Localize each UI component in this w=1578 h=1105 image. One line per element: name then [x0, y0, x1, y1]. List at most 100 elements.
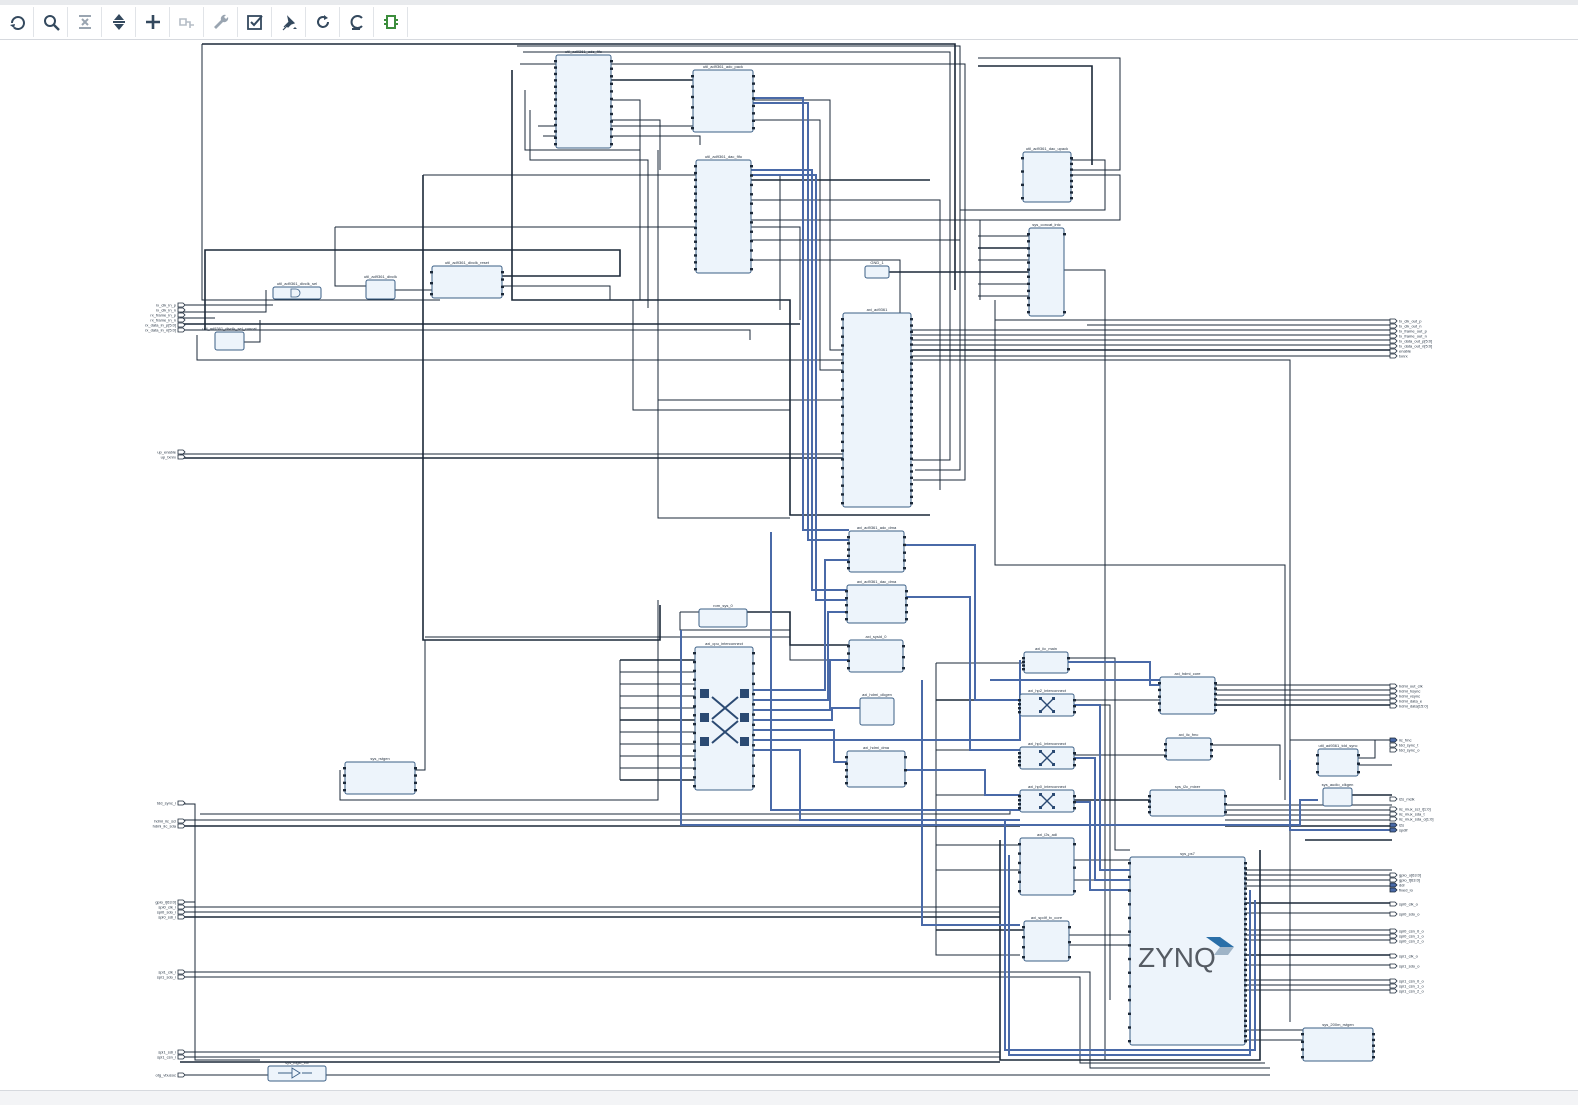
block-pin[interactable] [910, 337, 913, 340]
port-symbol[interactable] [1389, 911, 1398, 917]
port-symbol[interactable] [1389, 703, 1398, 709]
block-pin[interactable] [1316, 754, 1319, 757]
ip-block-util-ad9361-divclk-sel[interactable]: util_ad9361_divclk_sel [272, 281, 322, 300]
block-pin[interactable] [910, 438, 913, 441]
block-pin[interactable] [847, 560, 850, 564]
block-pin[interactable] [694, 268, 697, 271]
block-pin[interactable] [1027, 261, 1030, 264]
port-symbol[interactable] [177, 1049, 186, 1055]
port-spi1-csn-2-o[interactable]: spi1_csn_2_o [1389, 989, 1424, 994]
block-pin[interactable] [750, 221, 753, 224]
block-pin[interactable] [1224, 795, 1227, 798]
block-pin[interactable] [750, 174, 753, 177]
block-pin[interactable] [1070, 174, 1073, 177]
block-pin[interactable] [1244, 943, 1247, 946]
block-pin[interactable] [841, 431, 844, 435]
ip-block-util-ad9361-divclk-sel-concat[interactable]: util_ad9361_divclk_sel_concat [202, 326, 258, 351]
block-pin[interactable] [845, 618, 848, 621]
block-pin[interactable] [1301, 1056, 1304, 1059]
block-pin[interactable] [841, 423, 844, 426]
port-rx-data-in-n-5-0-[interactable]: rx_data_in_n[5:0] [145, 328, 186, 333]
block-pin[interactable] [1022, 660, 1025, 664]
block-pin[interactable] [910, 375, 913, 378]
port-symbol[interactable] [1389, 938, 1398, 944]
ip-block-axi-i2s-adi[interactable]: axi_i2s_adi [1018, 832, 1076, 896]
port-symbol[interactable] [177, 909, 186, 915]
port-tx-frame-out-n[interactable]: tx_frame_out_n [1389, 334, 1427, 339]
block-pin[interactable] [910, 330, 913, 334]
block-pin[interactable] [910, 387, 913, 391]
block-body[interactable] [555, 54, 612, 149]
block-pin[interactable] [694, 213, 697, 216]
port-tx-data-out-n-5-0-[interactable]: tx_data_out_n[5:0] [1389, 344, 1432, 349]
block-pin[interactable] [847, 645, 850, 648]
block-pin[interactable] [845, 604, 848, 607]
block-pin[interactable] [1027, 268, 1030, 271]
port-tdd-sync-t[interactable]: tdd_sync_t [1389, 743, 1419, 748]
block-pin[interactable] [1164, 743, 1167, 746]
port-symbol[interactable] [1389, 348, 1398, 354]
block-pin[interactable] [752, 723, 755, 727]
block-pin[interactable] [750, 183, 753, 187]
block-pin[interactable] [691, 116, 694, 119]
block-pin[interactable] [903, 536, 906, 539]
block-pin[interactable] [1018, 871, 1021, 874]
block-pin[interactable] [691, 106, 694, 109]
block-pin[interactable] [1021, 157, 1024, 160]
block-pin[interactable] [1148, 795, 1151, 798]
block-pin[interactable] [694, 261, 697, 264]
block-pin[interactable] [1128, 985, 1131, 988]
block-pin[interactable] [1128, 930, 1131, 933]
block-pin[interactable] [1244, 867, 1247, 870]
block-pin[interactable] [610, 112, 613, 116]
block-pin[interactable] [905, 611, 908, 614]
port-symbol[interactable] [1389, 827, 1398, 833]
port-symbol[interactable] [177, 302, 186, 308]
block-pin[interactable] [610, 75, 613, 78]
block-pin[interactable] [750, 165, 753, 168]
port-enable[interactable]: enable [1389, 348, 1412, 354]
block-pin[interactable] [1022, 936, 1025, 939]
block-pin[interactable] [414, 767, 417, 770]
block-pin[interactable] [693, 652, 696, 655]
ip-block-util-ad9361-tdd-sync[interactable]: util_ad9361_tdd_sync [1316, 743, 1360, 777]
block-pin[interactable] [1158, 682, 1161, 685]
block-pin[interactable] [905, 604, 908, 607]
block-pin[interactable] [1068, 926, 1071, 929]
block-pin[interactable] [845, 597, 848, 600]
port-symbol[interactable] [1389, 953, 1398, 959]
block-pin[interactable] [1244, 892, 1247, 895]
block-pin[interactable] [1018, 711, 1021, 714]
port-symbol[interactable] [1389, 693, 1398, 699]
block-pin[interactable] [1244, 902, 1247, 906]
block-pin[interactable] [691, 127, 694, 130]
block-pin[interactable] [1164, 755, 1167, 758]
block-pin[interactable] [903, 551, 906, 554]
block-pin[interactable] [694, 171, 697, 175]
block-pin[interactable] [693, 758, 696, 761]
block-pin[interactable] [1018, 707, 1021, 710]
block-pin[interactable] [1128, 998, 1131, 1002]
block-pin[interactable] [841, 502, 844, 505]
block-pin[interactable] [750, 239, 753, 243]
block-pin[interactable] [1244, 1024, 1247, 1028]
block-pin[interactable] [750, 230, 753, 233]
port-symbol[interactable] [1389, 978, 1398, 984]
block-pin[interactable] [1018, 795, 1021, 798]
block-pin[interactable] [841, 449, 844, 452]
block-pin[interactable] [1022, 926, 1025, 929]
port-spi1-clk-i[interactable]: spi1_clk_i [158, 970, 186, 975]
block-pin[interactable] [1316, 762, 1319, 765]
ip-block-sys-rstgen[interactable]: sys_rstgen [343, 756, 417, 795]
ip-block-axi-spdif-tx-core[interactable]: axi_spdif_tx_core [1022, 915, 1071, 962]
block-body[interactable] [864, 265, 890, 279]
block-pin[interactable] [1214, 682, 1217, 685]
port-spi1-clk-o[interactable]: spi1_clk_o [1389, 953, 1419, 959]
block-pin[interactable] [841, 440, 844, 444]
block-pin[interactable] [910, 419, 913, 422]
block-body[interactable] [1159, 676, 1216, 715]
port-symbol[interactable] [177, 454, 186, 460]
block-pin[interactable] [693, 776, 696, 779]
block-body[interactable] [694, 646, 754, 791]
block-pin[interactable] [1068, 956, 1071, 959]
